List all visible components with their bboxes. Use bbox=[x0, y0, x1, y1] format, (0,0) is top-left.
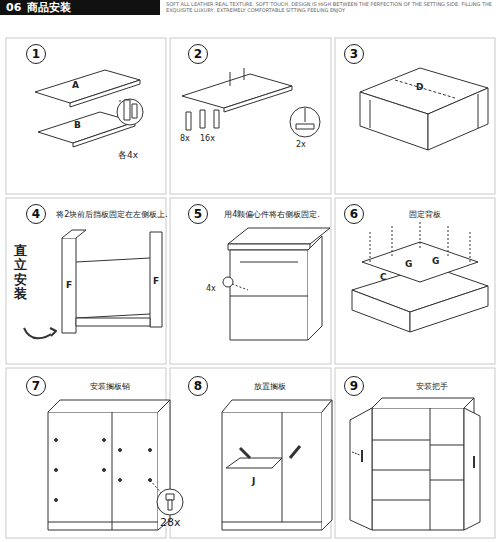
step-number: 5 bbox=[194, 207, 202, 221]
part-label: C bbox=[380, 272, 387, 282]
step-number-circle: 4 bbox=[26, 204, 46, 224]
header-note: SOFT ALL LEATHER REAL TEXTURE, SOFT TOUC… bbox=[166, 1, 496, 13]
step-number-circle: 9 bbox=[344, 376, 364, 396]
step-number-circle: 2 bbox=[188, 44, 208, 64]
step-number: 6 bbox=[350, 207, 358, 221]
part-label: D bbox=[416, 82, 423, 92]
step-number: 9 bbox=[350, 379, 358, 393]
part-label: G bbox=[432, 256, 439, 266]
step-caption: 固定背板 bbox=[409, 210, 441, 219]
part-label: 2x bbox=[296, 140, 306, 149]
header-text: 商品安装 bbox=[27, 0, 71, 15]
part-label: A bbox=[72, 80, 79, 90]
part-label: B bbox=[74, 120, 81, 130]
step-number: 2 bbox=[194, 47, 202, 61]
part-label: 8x bbox=[180, 134, 190, 143]
step-number-circle: 3 bbox=[344, 44, 364, 64]
step-number-circle: 6 bbox=[344, 204, 364, 224]
step-caption: 放置搁板 bbox=[254, 382, 286, 391]
vertical-note: 直立安装 bbox=[14, 244, 27, 301]
part-label: 各4x bbox=[118, 150, 138, 160]
step-number-circle: 1 bbox=[26, 44, 46, 64]
step-caption: 安装搁板销 bbox=[90, 382, 130, 391]
part-label: G bbox=[405, 259, 412, 269]
step-number: 3 bbox=[350, 47, 358, 61]
header-text: 06 bbox=[6, 1, 21, 14]
step-number: 4 bbox=[32, 207, 40, 221]
step-caption: 将2块前后挡板固定在左侧板上. bbox=[56, 210, 168, 219]
step-number-circle: 7 bbox=[26, 376, 46, 396]
header-bar: 06 商品安装 bbox=[0, 0, 160, 15]
part-label: J bbox=[252, 476, 255, 486]
step-number-circle: 8 bbox=[188, 376, 208, 396]
part-label: F bbox=[153, 276, 159, 286]
part-label: 4x bbox=[206, 284, 216, 293]
part-label: 28x bbox=[160, 517, 181, 530]
step-number: 1 bbox=[32, 47, 40, 61]
step-caption: 安装把手 bbox=[416, 382, 448, 391]
step-number: 7 bbox=[32, 379, 40, 393]
part-label: 16x bbox=[200, 134, 215, 143]
step-number-circle: 5 bbox=[188, 204, 208, 224]
step-caption: 用4颗偏心件将右侧板固定. bbox=[224, 210, 320, 219]
part-label: F bbox=[66, 280, 72, 290]
step-number: 8 bbox=[194, 379, 202, 393]
